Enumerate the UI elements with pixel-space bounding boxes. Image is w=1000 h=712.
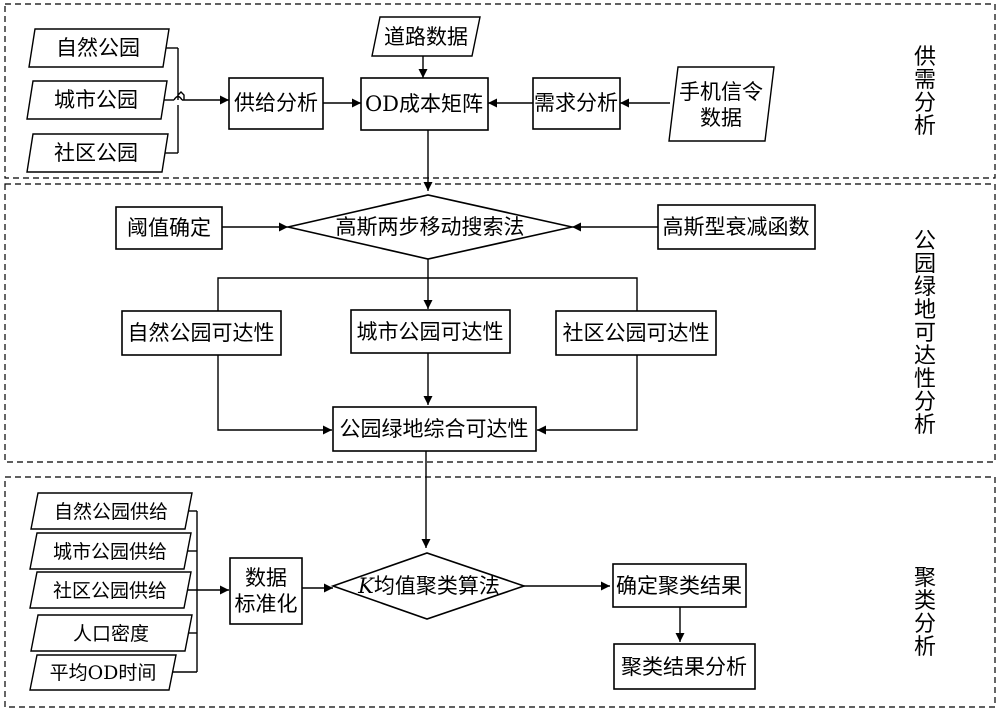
svg-text:析: 析 <box>914 114 936 139</box>
svg-text:城市公园供给: 城市公园供给 <box>53 541 167 563</box>
combined-accessibility-box: 公园绿地综合可达性 <box>332 406 537 452</box>
svg-text:城市公园: 城市公园 <box>54 88 138 112</box>
svg-text:绿: 绿 <box>914 275 936 300</box>
svg-text:地: 地 <box>914 298 936 323</box>
svg-text:数据: 数据 <box>700 106 742 130</box>
svg-text:标准化: 标准化 <box>235 592 298 616</box>
input-community-park: 社区公园 <box>26 133 169 173</box>
svg-text:可: 可 <box>914 321 936 346</box>
demand-analysis-box: 需求分析 <box>532 77 621 130</box>
city-park-accessibility-box: 城市公园可达性 <box>350 309 511 354</box>
natural-park-accessibility-box: 自然公园可达性 <box>121 310 282 356</box>
svg-text:高斯型衰减函数: 高斯型衰减函数 <box>663 215 810 239</box>
data-standardization-box: 数据 标准化 <box>229 557 303 625</box>
svg-text:道路数据: 道路数据 <box>384 25 468 49</box>
community-park-accessibility-box: 社区公园可达性 <box>555 310 717 356</box>
svg-text:园: 园 <box>914 252 936 277</box>
od-cost-matrix-box: OD成本矩阵 <box>360 77 489 131</box>
input-average-od-time: 平均OD时间 <box>29 654 177 691</box>
supply-analysis-box: 供给分析 <box>228 77 324 130</box>
svg-text:K均值聚类算法: K均值聚类算法 <box>357 574 500 598</box>
input-road-data: 道路数据 <box>371 16 481 57</box>
svg-text:自然公园供给: 自然公园供给 <box>54 501 168 523</box>
svg-text:达: 达 <box>914 344 936 369</box>
svg-text:平均OD时间: 平均OD时间 <box>50 662 157 684</box>
connectors-clustering <box>171 510 685 673</box>
input-city-park-supply: 城市公园供给 <box>29 532 192 570</box>
svg-text:公园绿地综合可达性: 公园绿地综合可达性 <box>340 417 529 441</box>
connectors-supply-demand <box>163 47 670 191</box>
section-label-accessibility: 公 园 绿 地 可 达 性 分 析 <box>914 229 936 438</box>
svg-text:社区公园可达性: 社区公园可达性 <box>563 321 710 345</box>
svg-text:需求分析: 需求分析 <box>534 91 618 115</box>
input-city-park: 城市公园 <box>26 80 168 120</box>
kmeans-decision: K均值聚类算法 <box>330 552 527 620</box>
svg-text:析: 析 <box>914 635 936 660</box>
section-label-supply-demand: 供 需 分 析 <box>914 45 936 139</box>
connectors-accessibility <box>217 222 658 548</box>
gaussian-decay-box: 高斯型衰减函数 <box>657 204 816 250</box>
svg-text:聚类结果分析: 聚类结果分析 <box>621 655 747 679</box>
svg-text:性: 性 <box>914 367 936 392</box>
input-mobile-signal-data: 手机信令 数据 <box>668 66 775 142</box>
supply-demand-frame <box>4 3 996 179</box>
input-community-park-supply: 社区公园供给 <box>29 571 192 609</box>
determine-cluster-result-box: 确定聚类结果 <box>612 563 747 608</box>
input-natural-park: 自然公园 <box>28 28 170 68</box>
svg-text:析: 析 <box>914 413 936 438</box>
input-population-density: 人口密度 <box>30 614 193 652</box>
clustering-frame <box>4 476 996 708</box>
svg-text:供: 供 <box>914 45 936 70</box>
section-label-clustering: 聚 类 分 析 <box>914 566 936 660</box>
svg-text:类: 类 <box>914 589 936 614</box>
svg-text:数据: 数据 <box>245 566 287 590</box>
threshold-box: 阈值确定 <box>115 206 223 250</box>
svg-text:社区公园供给: 社区公园供给 <box>53 580 167 602</box>
accessibility-frame <box>4 183 996 463</box>
svg-text:OD成本矩阵: OD成本矩阵 <box>365 92 483 116</box>
svg-text:聚: 聚 <box>914 566 936 591</box>
svg-text:城市公园可达性: 城市公园可达性 <box>357 320 504 344</box>
svg-text:高斯两步移动搜索法: 高斯两步移动搜索法 <box>336 215 525 239</box>
svg-text:分: 分 <box>914 390 936 415</box>
svg-text:自然公园: 自然公园 <box>56 36 140 60</box>
svg-text:确定聚类结果: 确定聚类结果 <box>616 574 742 598</box>
svg-text:供给分析: 供给分析 <box>234 91 318 115</box>
cluster-result-analysis-box: 聚类结果分析 <box>613 643 756 690</box>
g2sfca-decision: 高斯两步移动搜索法 <box>287 194 573 260</box>
svg-text:需: 需 <box>914 68 936 93</box>
svg-text:分: 分 <box>914 91 936 116</box>
svg-text:公: 公 <box>914 229 936 254</box>
svg-text:分: 分 <box>914 612 936 637</box>
svg-text:社区公园: 社区公园 <box>54 141 138 165</box>
svg-text:自然公园可达性: 自然公园可达性 <box>128 321 275 345</box>
svg-text:手机信令: 手机信令 <box>679 80 763 104</box>
svg-text:阈值确定: 阈值确定 <box>127 216 211 240</box>
svg-text:人口密度: 人口密度 <box>73 623 149 645</box>
input-natural-park-supply: 自然公园供给 <box>30 492 193 530</box>
